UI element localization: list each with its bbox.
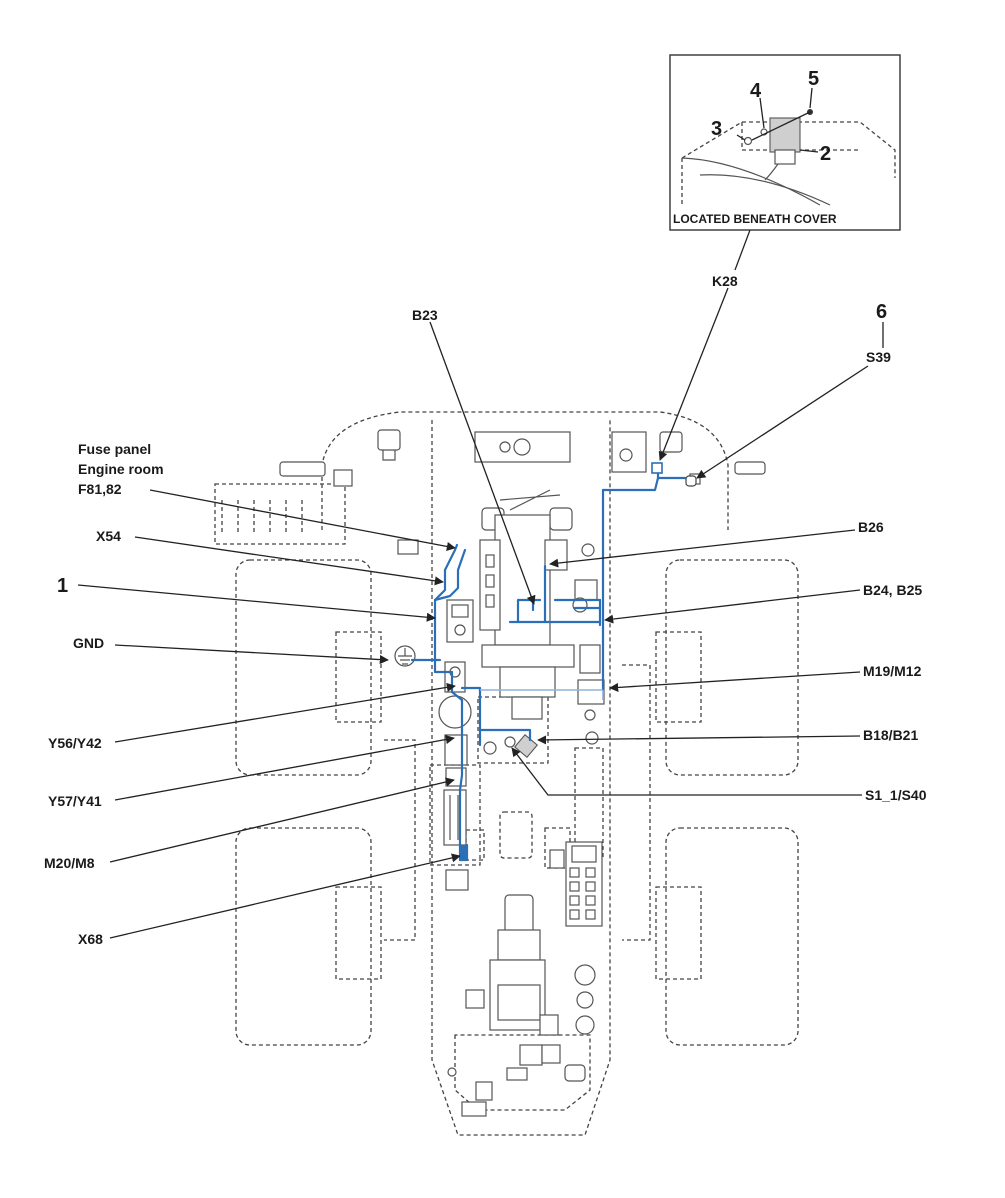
screw-part [743, 136, 753, 146]
label-engine-room: Engine room [78, 461, 164, 477]
label-6: 6 [876, 301, 887, 323]
label-k28: K28 [712, 273, 738, 289]
inset-number-2: 2 [820, 143, 831, 165]
label-b18-b21: B18/B21 [863, 727, 918, 743]
label-b23: B23 [412, 307, 438, 323]
label-x54: X54 [96, 528, 121, 544]
leader-lines [77, 229, 884, 939]
label-m20-m8: M20/M8 [44, 855, 95, 871]
label-1: 1 [57, 575, 68, 597]
inset-number-5: 5 [808, 68, 819, 90]
label-y57-y41: Y57/Y41 [48, 793, 102, 809]
steering-column-part [479, 489, 598, 720]
inset-number-3: 3 [711, 118, 722, 140]
tractor-outline [214, 411, 799, 1136]
label-b24-b25: B24, B25 [863, 582, 922, 598]
callout-labels: K28 B23 6 S39 Fuse panel Engine room F81… [44, 273, 927, 947]
label-f81-82: F81,82 [78, 481, 122, 497]
ground-symbol [394, 645, 416, 667]
label-x68: X68 [78, 931, 103, 947]
label-fuse-panel: Fuse panel [78, 441, 151, 457]
wiring-harness [410, 462, 697, 862]
label-s39: S39 [866, 349, 891, 365]
inset-number-4: 4 [750, 80, 762, 102]
inset-caption: LOCATED BENEATH COVER [673, 212, 837, 226]
label-gnd: GND [73, 635, 104, 651]
label-b26: B26 [858, 519, 884, 535]
rear-assembly-part [447, 894, 596, 1117]
label-s1-1-s40: S1_1/S40 [865, 787, 927, 803]
relay-board-part [565, 841, 603, 927]
fuse-panel-slots [221, 500, 303, 535]
label-m19-m12: M19/M12 [863, 663, 922, 679]
label-y56-y42: Y56/Y42 [48, 735, 102, 751]
components [279, 429, 766, 1117]
inset-panel: 2 3 4 5 LOCATED BENEATH COVER [669, 54, 901, 231]
